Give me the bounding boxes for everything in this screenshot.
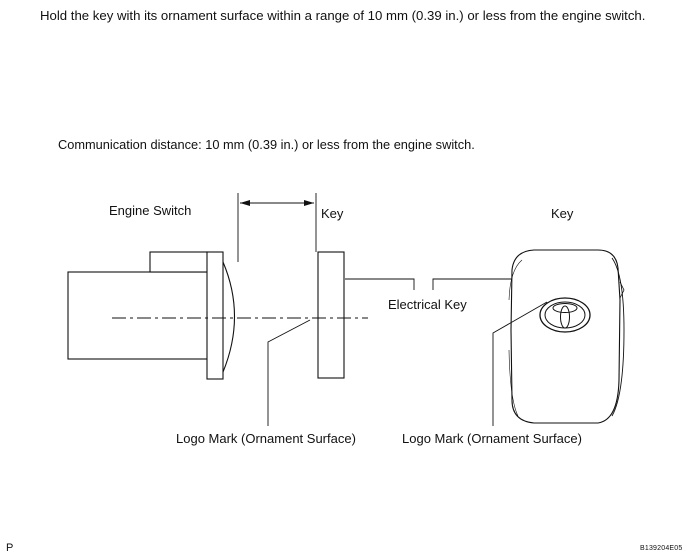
leader-logo-mark-right: [492, 301, 548, 426]
leader-logo-mark-left: [267, 319, 311, 426]
toyota-logo-icon: [539, 297, 591, 333]
label-key-left: Key: [321, 206, 344, 221]
key-side-view: [317, 251, 345, 379]
label-key-right: Key: [551, 206, 574, 221]
engine-switch-body: [67, 251, 235, 380]
label-logo-mark-left: Logo Mark (Ornament Surface): [176, 431, 356, 446]
label-engine-switch: Engine Switch: [109, 203, 191, 218]
instruction-text: Hold the key with its ornament surface w…: [40, 8, 646, 23]
dimension-arrow-icon: [237, 193, 317, 262]
electrical-key-icon: [508, 249, 625, 424]
page-marker: P: [6, 542, 14, 554]
label-logo-mark-right: Logo Mark (Ornament Surface): [402, 431, 582, 446]
figure-code: B139204E05: [640, 545, 683, 552]
communication-distance-note: Communication distance: 10 mm (0.39 in.)…: [58, 137, 475, 152]
leader-electrical-key: [345, 278, 512, 290]
label-electrical-key: Electrical Key: [388, 297, 467, 312]
